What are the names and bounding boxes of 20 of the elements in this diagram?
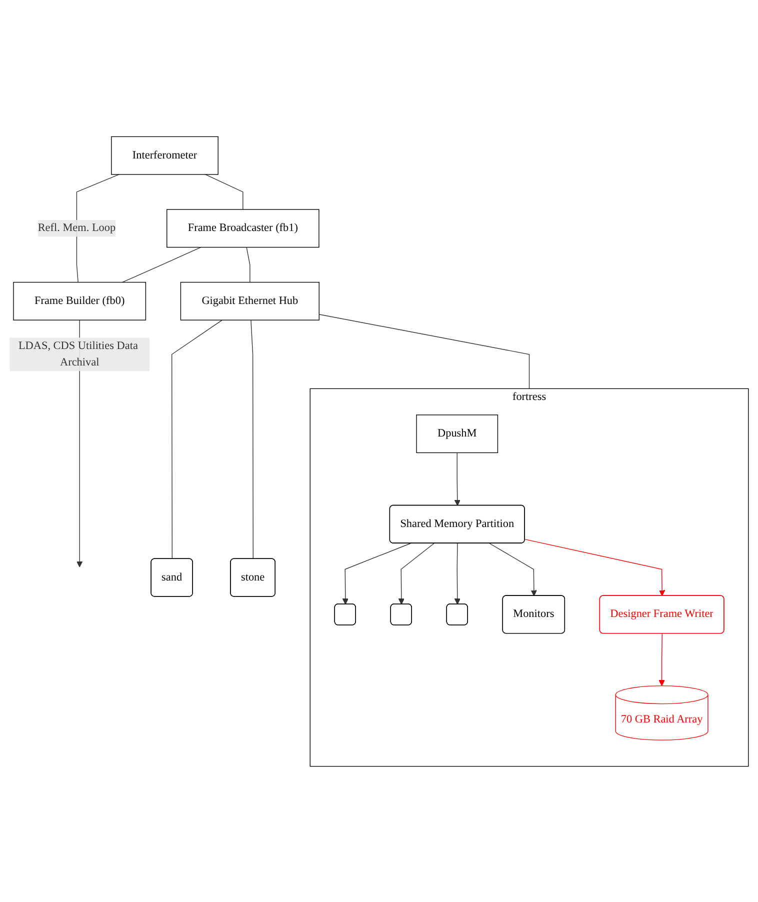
arrow [398,542,434,604]
arrow [524,538,666,596]
arrow [489,542,537,596]
arrow [658,632,665,686]
connector [246,246,250,282]
edge-label: Refl. Mem. Loop [38,222,116,234]
edge-label: LDAS, CDS Utilities Data Archival [18,339,138,368]
connector [204,174,244,210]
arrow [342,542,411,604]
node-box: Gigabit Ethernet Hub [180,281,320,320]
connector [122,246,202,282]
node-box: Interferometer [111,136,218,174]
node-box: DpushM [416,414,498,453]
connector [318,314,530,389]
node-box: Frame Broadcaster (fb1) [166,208,320,248]
arrow [454,542,460,604]
arrow [454,452,460,506]
connector [250,319,254,559]
connector [171,319,223,559]
node-box: Frame Builder (fb0) [13,281,146,320]
